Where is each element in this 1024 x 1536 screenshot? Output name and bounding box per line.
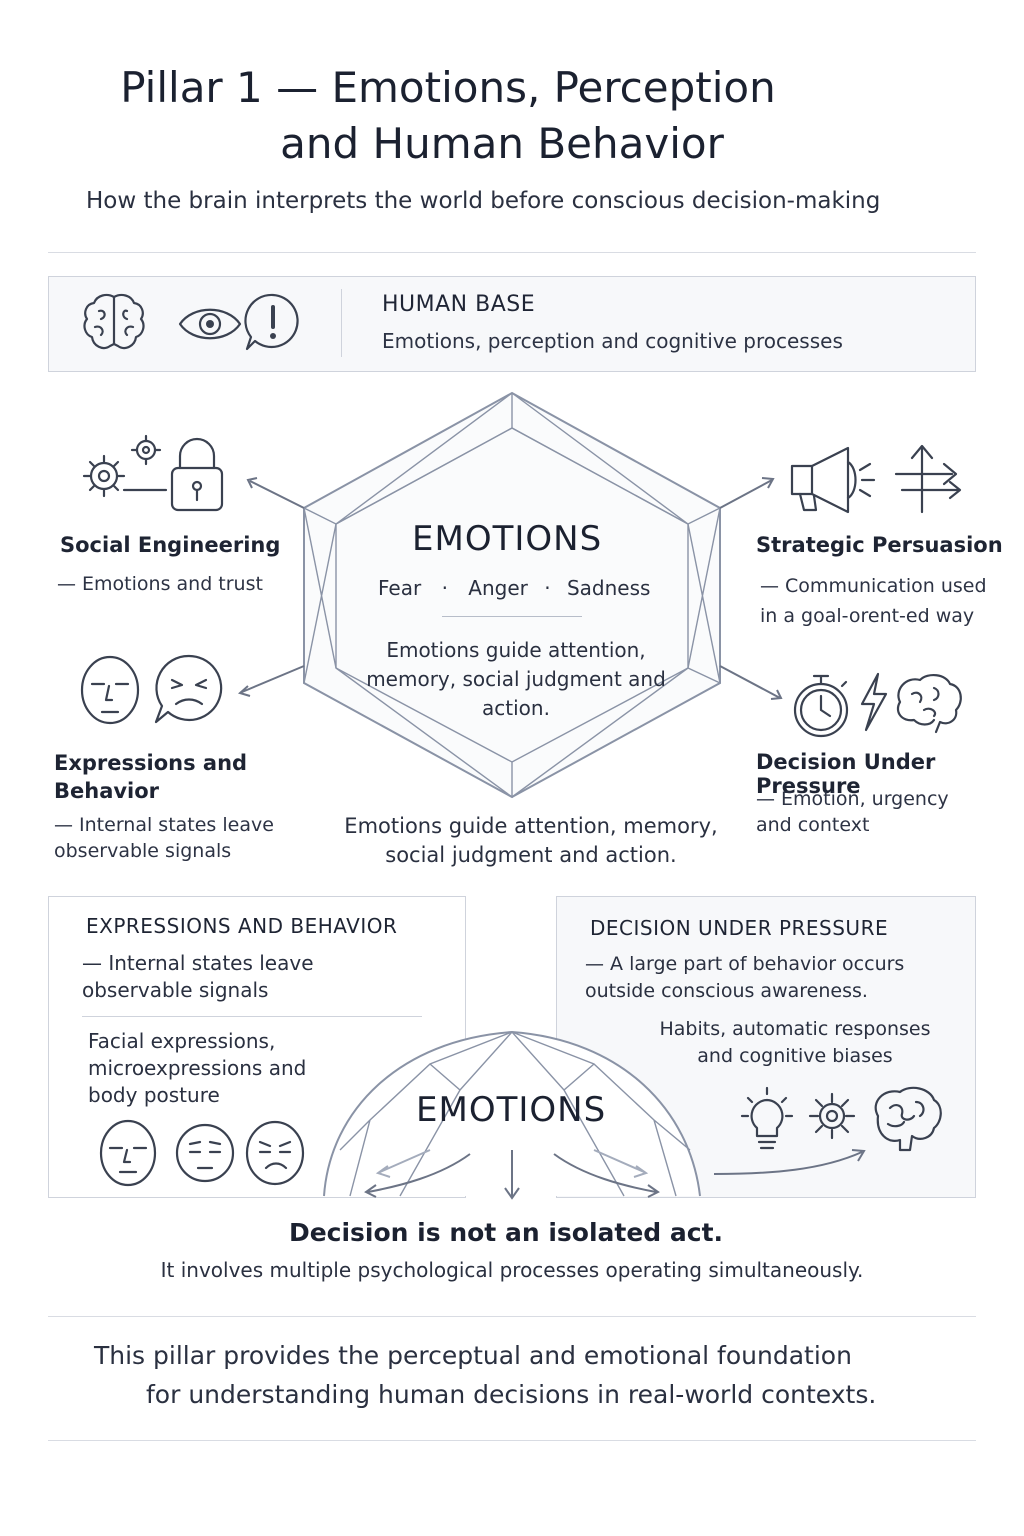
frustrated-face-bubble-icon bbox=[154, 654, 223, 724]
center-caption: Emotions guide attention, memory, social… bbox=[344, 814, 718, 867]
emotion-list: Fear · Anger · Sadness bbox=[378, 576, 651, 600]
lightning-icon bbox=[860, 672, 888, 732]
center-title: EMOTIONS bbox=[412, 519, 603, 559]
summary-text: It involves multiple psychological proce… bbox=[160, 1258, 864, 1282]
expressions-box-rule bbox=[82, 1016, 422, 1017]
emotions-hexagon bbox=[237, 391, 783, 799]
gears-icon bbox=[82, 434, 168, 498]
social-engineering-description: — Emotions and trust bbox=[57, 573, 263, 595]
human-base-panel: HUMAN BASE Emotions, perception and cogn… bbox=[48, 276, 976, 372]
decision-box-title: DECISION UNDER PRESSURE bbox=[590, 916, 889, 940]
center-rule bbox=[442, 616, 582, 617]
emotion-anger: Anger bbox=[468, 576, 528, 600]
panel-divider bbox=[341, 289, 342, 357]
stopwatch-icon bbox=[793, 674, 849, 738]
expressions-box-description: — Internal states leave observable signa… bbox=[82, 951, 314, 1002]
brain-icon bbox=[896, 674, 962, 734]
divider-middle bbox=[48, 1316, 976, 1317]
lightbulb-icon bbox=[740, 1086, 794, 1150]
decision-pressure-description: — Emotion, urgency and context bbox=[756, 788, 949, 836]
directions-arrows-icon bbox=[894, 444, 962, 514]
neutral-face-icon bbox=[80, 655, 140, 725]
strategic-persuasion-description: — Communication used in a goal-orent-ed … bbox=[760, 575, 987, 627]
social-engineering-title: Social Engineering bbox=[60, 533, 281, 557]
expressions-behavior-title: Expressions and Behavior bbox=[54, 751, 248, 803]
page-title-line1: Pillar 1 — Emotions, Perception bbox=[120, 63, 776, 112]
expressions-behavior-description: — Internal states leave observable signa… bbox=[54, 814, 274, 862]
brain-icon bbox=[83, 293, 145, 350]
closing-line2: for understanding human decisions in rea… bbox=[146, 1380, 877, 1409]
page-subtitle: How the brain interprets the world befor… bbox=[86, 188, 881, 214]
decision-box-description: — A large part of behavior occurs outsid… bbox=[585, 953, 905, 1002]
emotion-fear: Fear bbox=[378, 576, 422, 600]
expressions-box-detail: Facial expressions, microexpressions and… bbox=[88, 1029, 307, 1107]
emotion-sadness: Sadness bbox=[566, 576, 651, 600]
expressions-box-title: EXPRESSIONS AND BEHAVIOR bbox=[86, 914, 398, 938]
summary-title: Decision is not an isolated act. bbox=[288, 1218, 724, 1247]
neutral-face-icon bbox=[99, 1119, 157, 1187]
alert-bubble-icon bbox=[244, 293, 299, 351]
dome-title: EMOTIONS bbox=[416, 1090, 607, 1130]
sad-face-icon bbox=[245, 1120, 305, 1186]
human-base-description: Emotions, perception and cognitive proce… bbox=[382, 329, 843, 353]
center-text: Emotions guide attention, memory, social… bbox=[366, 638, 666, 720]
connector-arrow bbox=[713, 1149, 866, 1175]
emotions-dome bbox=[323, 1030, 701, 1200]
closing-line1: This pillar provides the perceptual and … bbox=[94, 1341, 852, 1370]
padlock-icon bbox=[170, 437, 224, 512]
human-base-title: HUMAN BASE bbox=[382, 292, 536, 317]
strategic-persuasion-title: Strategic Persuasion bbox=[756, 533, 1003, 557]
divider-bottom bbox=[48, 1440, 976, 1441]
decision-pressure-title: Decision Under Pressure bbox=[756, 750, 936, 798]
tired-face-icon bbox=[175, 1123, 235, 1183]
decision-box-detail: Habits, automatic responses and cognitiv… bbox=[659, 1018, 931, 1067]
megaphone-icon bbox=[790, 446, 876, 514]
gear-icon bbox=[808, 1092, 856, 1140]
page-title-line2: and Human Behavior bbox=[280, 119, 724, 168]
divider-top bbox=[48, 252, 976, 253]
brain-icon bbox=[874, 1086, 942, 1152]
eye-icon bbox=[178, 308, 242, 340]
